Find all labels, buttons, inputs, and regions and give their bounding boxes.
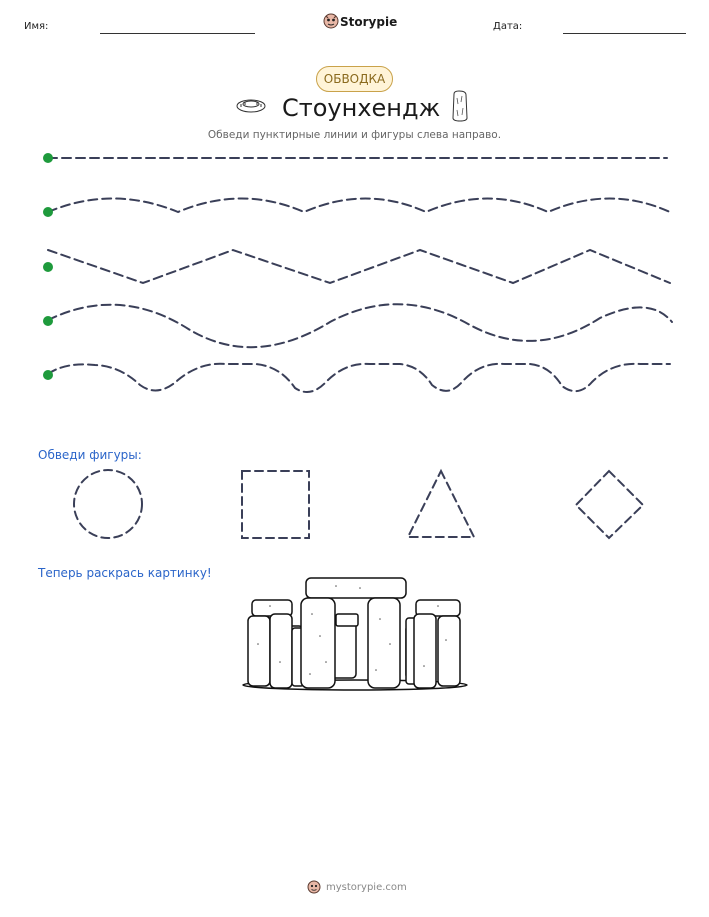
footer-url[interactable]: mystorypie.com [326, 882, 407, 893]
name-field-line[interactable] [100, 33, 255, 34]
start-dot [43, 262, 53, 272]
trace-circle [73, 469, 143, 539]
brand-name: Storypie [340, 15, 398, 29]
instructions-text: Обведи пунктирные линии и фигуры слева н… [207, 129, 502, 141]
start-dot [43, 207, 53, 217]
stone-ring-icon [236, 99, 266, 113]
start-dot [43, 316, 53, 326]
stonehenge-coloring-picture[interactable] [240, 574, 470, 694]
shapes-section-label: Обведи фигуры: [38, 448, 142, 462]
storypie-logo-icon [323, 13, 339, 29]
worksheet-type-badge: ОБВОДКА [316, 66, 393, 92]
date-label: Дата: [493, 21, 523, 32]
trace-triangle [406, 468, 476, 538]
name-label: Имя: [24, 21, 49, 32]
coloring-section-label: Теперь раскрась картинку! [38, 566, 212, 580]
standing-stone-icon [452, 90, 468, 122]
start-dot [43, 370, 53, 380]
start-dot [43, 153, 53, 163]
trace-diamond [574, 469, 645, 540]
page-title: Стоунхендж [282, 94, 441, 122]
trace-line-bumps [47, 362, 671, 393]
date-field-line[interactable] [563, 33, 686, 34]
trace-line-zigzag [47, 248, 671, 285]
storypie-logo-icon [307, 880, 321, 894]
trace-square [241, 470, 310, 539]
trace-line-waves [47, 197, 671, 214]
trace-line-big-waves [47, 303, 673, 349]
